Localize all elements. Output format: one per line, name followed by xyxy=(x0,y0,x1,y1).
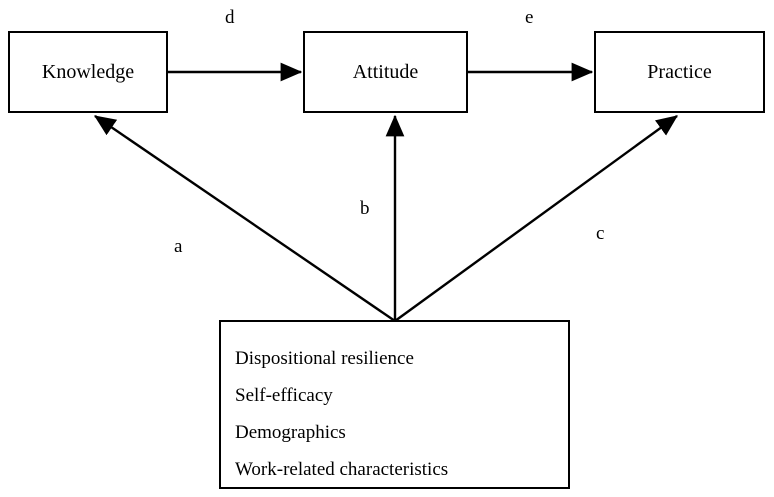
predictor-item: Dispositional resilience xyxy=(235,348,414,369)
node-knowledge-label: Knowledge xyxy=(41,61,135,83)
edge-label-a: a xyxy=(174,236,183,257)
edge-label-b: b xyxy=(360,198,370,219)
predictor-item: Work-related characteristics xyxy=(235,459,449,480)
edge-label-c: c xyxy=(596,223,605,244)
edge-label-d: d xyxy=(225,7,235,28)
predictor-item: Demographics xyxy=(235,422,346,443)
edge-label-e: e xyxy=(525,7,534,28)
edge-predictors-to-practice xyxy=(394,115,678,322)
node-attitude: Attitude xyxy=(303,31,468,113)
node-practice-label: Practice xyxy=(647,61,712,83)
node-predictors: Dispositional resilience Self-efficacy D… xyxy=(219,320,570,489)
node-knowledge: Knowledge xyxy=(8,31,168,113)
predictor-item: Self-efficacy xyxy=(235,385,333,406)
node-practice: Practice xyxy=(594,31,765,113)
node-attitude-label: Attitude xyxy=(352,61,419,83)
edge-predictors-to-knowledge xyxy=(94,115,396,322)
